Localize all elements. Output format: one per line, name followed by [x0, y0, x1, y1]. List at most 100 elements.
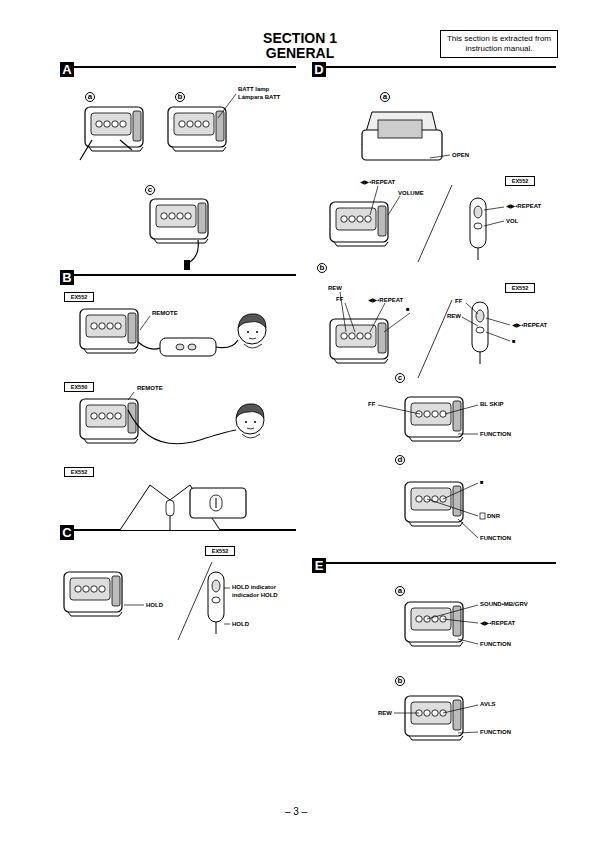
part-label: FUNCTION [480, 641, 511, 648]
drawing-part [325, 66, 556, 68]
drawing-part [160, 338, 216, 356]
node-text: EX552 [71, 294, 88, 301]
part-label: HOLD indicator [232, 584, 276, 591]
step-letter: a [395, 586, 405, 596]
drawing-part [405, 602, 463, 646]
drawing-part [166, 500, 174, 516]
drawing-part [458, 732, 478, 733]
part-label: BL SKIP [480, 401, 504, 408]
model-tag: EX552 [64, 467, 94, 477]
part-label: HOLD [232, 621, 249, 628]
part-label: FF [368, 401, 375, 408]
drawing-part [190, 488, 246, 518]
drawing-part [73, 274, 296, 276]
drawing-part [462, 317, 478, 326]
node-text: E [315, 559, 324, 573]
page-title: SECTION 1 GENERAL [248, 31, 352, 61]
drawing-part [472, 302, 488, 364]
part-label: ■ [480, 479, 484, 486]
part-label: REMOTE [152, 310, 178, 317]
drawing-part [178, 562, 212, 640]
part-label: HOLD [146, 602, 163, 609]
drawing-part [388, 196, 400, 215]
drawing-part [216, 340, 238, 348]
drawing-part [138, 342, 160, 349]
part-label: VOLUME [398, 190, 424, 197]
part-label: BATT lamp [238, 86, 269, 93]
node-text: EX550 [71, 384, 88, 391]
step-letter: d [395, 455, 405, 465]
drawing-part [190, 240, 198, 262]
step-letter: a [380, 92, 390, 102]
drawing-part [443, 705, 478, 713]
drawing-part [80, 309, 138, 353]
drawing-part [480, 513, 485, 519]
part-label: indicador HOLD [232, 592, 278, 599]
node-text: EX552 [212, 548, 229, 555]
part-label: Lámpara BATT [238, 94, 280, 101]
panel-rules [73, 67, 556, 563]
drawing-part [378, 405, 420, 414]
part-label: FUNCTION [480, 431, 511, 438]
drawing-part [330, 202, 388, 246]
drawing-part [218, 94, 236, 118]
drawing-part [64, 572, 122, 616]
drawing-part [85, 107, 143, 151]
drawing-part [458, 434, 478, 435]
part-label: ◀▶•REPEAT [506, 203, 541, 210]
drawing-part [427, 605, 478, 619]
drawing-part [418, 185, 452, 262]
drawing-part [486, 332, 510, 341]
part-label: DNR [487, 513, 500, 520]
step-letter: c [145, 185, 155, 195]
page-number: – 3 – [285, 806, 307, 818]
node-text: EX552 [512, 285, 529, 292]
node-text: This section is extracted from instructi… [445, 34, 553, 54]
part-label: AVLS [480, 701, 496, 708]
part-label: ◀▶•REPEAT [368, 297, 403, 304]
drawing-part [224, 588, 230, 589]
drawing-part [430, 155, 450, 158]
drawing-part [80, 399, 138, 443]
drawing-part [378, 120, 422, 138]
drawing-part [168, 107, 226, 151]
drawing-part [443, 483, 478, 499]
step-letter: a [85, 92, 95, 102]
step-letter: b [175, 92, 185, 102]
drawing-part [370, 186, 378, 215]
part-label: ■ [512, 338, 516, 345]
drawing-part [150, 199, 208, 243]
panel-d-art [330, 112, 510, 538]
part-label: ■ [406, 306, 410, 313]
panel-e-art [394, 602, 478, 740]
drawing-part [140, 316, 150, 330]
drawing-part [445, 405, 478, 414]
drawing-part [236, 404, 264, 438]
panel-a-art [80, 94, 236, 270]
part-label: REW [378, 710, 392, 717]
part-label: OPEN [452, 152, 469, 159]
drawing-part [128, 410, 236, 444]
step-letter: c [395, 373, 405, 383]
drawing-part [484, 221, 504, 226]
drawing-part [370, 303, 385, 332]
drawing-part [128, 392, 134, 400]
model-tag: EX550 [64, 382, 94, 392]
node-text: D [314, 63, 323, 77]
drawing-part [188, 344, 196, 350]
drawing-part [208, 572, 224, 634]
model-tag: EX552 [505, 283, 535, 293]
drawing-part [458, 519, 478, 538]
drawing-part [210, 495, 222, 511]
part-label: FF [455, 298, 462, 305]
drawing-part [330, 319, 388, 363]
drawing-part [484, 207, 504, 210]
part-label: ◀▶•REPEAT [480, 620, 515, 627]
part-label: REW [447, 313, 461, 320]
step-letter: b [395, 676, 405, 686]
model-tag: EX552 [64, 292, 94, 302]
note-box: This section is extracted from instructi… [440, 30, 558, 58]
node-text: EX552 [512, 178, 529, 185]
part-label: FF [336, 296, 343, 303]
